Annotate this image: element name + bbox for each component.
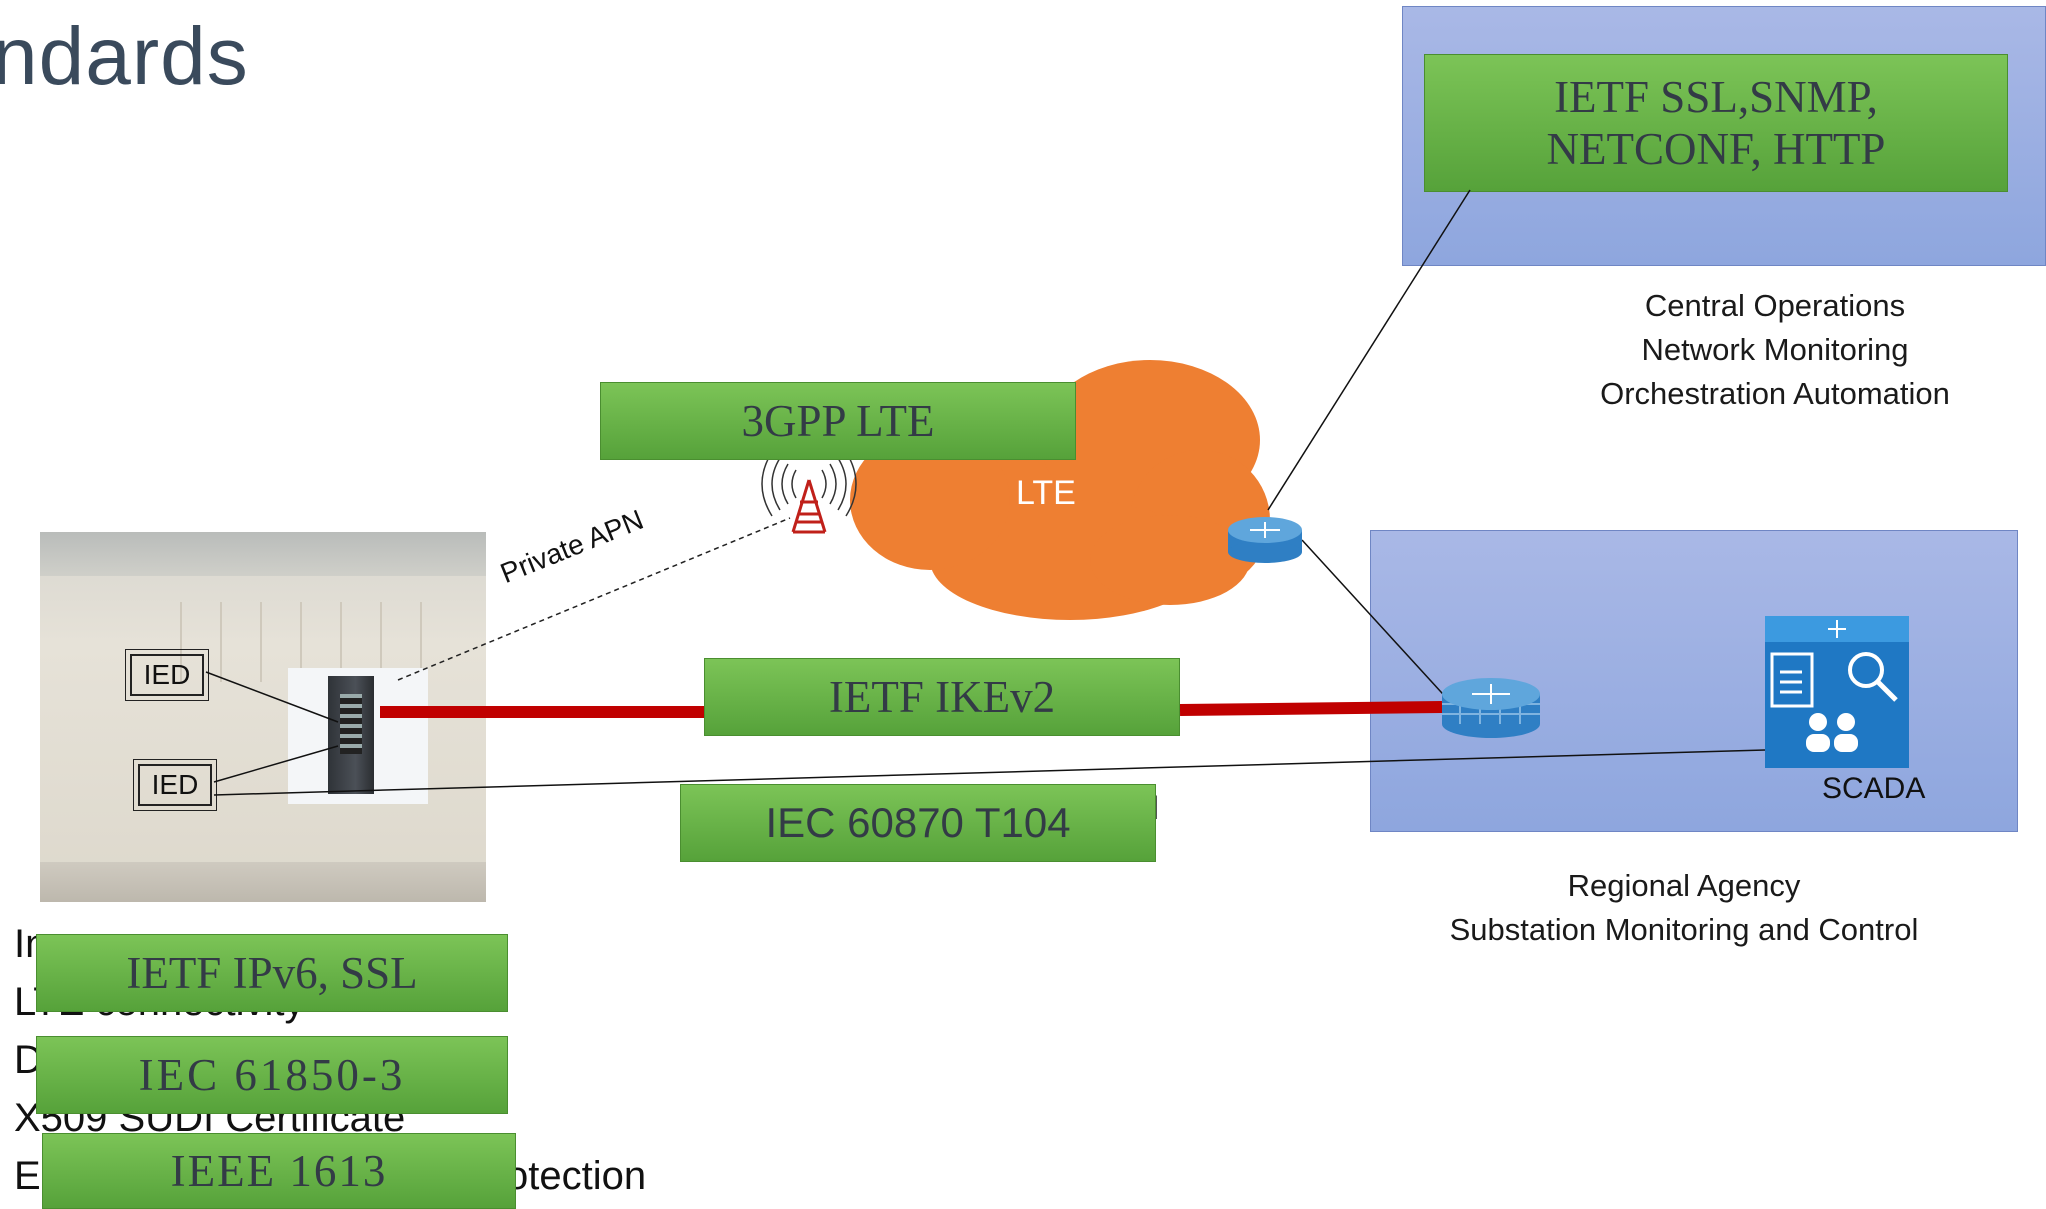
firewall-router-icon <box>1442 678 1540 738</box>
enclosure-roof <box>40 532 486 576</box>
scada-server-icon <box>1765 616 1909 768</box>
central-operations-line1: Central Operations <box>1644 288 1906 323</box>
ietf-management-standards-box: IETF SSL,SNMP, NETCONF, HTTP <box>1424 54 2008 192</box>
ied-bottom-link <box>213 745 339 783</box>
iec-60870-t104-box: IEC 60870 T104 <box>680 784 1156 862</box>
lte-cloud <box>850 360 1270 620</box>
central-operations-label: Central Operations Network Monitoring Or… <box>1530 284 2020 416</box>
central-operations-line2: Network Monitoring <box>1641 332 1909 367</box>
industrial-router-image <box>288 668 428 804</box>
ieee-1613-box: IEEE 1613 <box>42 1133 516 1209</box>
cell-tower-icon <box>791 479 827 534</box>
ietf-ipv6-ssl-box: IETF IPv6, SSL <box>36 934 508 1012</box>
ied-top-link <box>205 671 339 723</box>
link-router-to-central <box>1267 189 1471 511</box>
slide-title: ndards <box>0 11 249 102</box>
regional-agency-line2: Substation Monitoring and Control <box>1449 912 1919 947</box>
iec-61850-3-box: IEC 61850-3 <box>36 1036 508 1114</box>
scada-label: SCADA <box>1822 772 1926 805</box>
regional-agency-label: Regional Agency Substation Monitoring an… <box>1370 864 1998 952</box>
ied-to-scada-link <box>213 749 1766 796</box>
left-list-line5-start: E <box>14 1154 41 1198</box>
ipsec-tunnel-right <box>1179 701 1443 716</box>
router-device-ports <box>340 694 362 754</box>
enclosure-ground <box>40 862 486 902</box>
ied-top-box: IED <box>125 649 209 701</box>
cloud-router-icon <box>1228 517 1302 563</box>
3gpp-lte-box: 3GPP LTE <box>600 382 1076 460</box>
central-operations-line3: Orchestration Automation <box>1600 376 1950 411</box>
ietf-ikev2-box: IETF IKEv2 <box>704 658 1180 736</box>
link-cloud-router-to-firewall <box>1301 539 1453 705</box>
left-list-line5-end: otection <box>506 1154 647 1198</box>
regional-agency-line1: Regional Agency <box>1567 868 1801 903</box>
private-apn-link <box>397 517 791 681</box>
ied-bottom-box: IED <box>133 759 217 811</box>
lte-cloud-label: LTE <box>1016 474 1076 512</box>
